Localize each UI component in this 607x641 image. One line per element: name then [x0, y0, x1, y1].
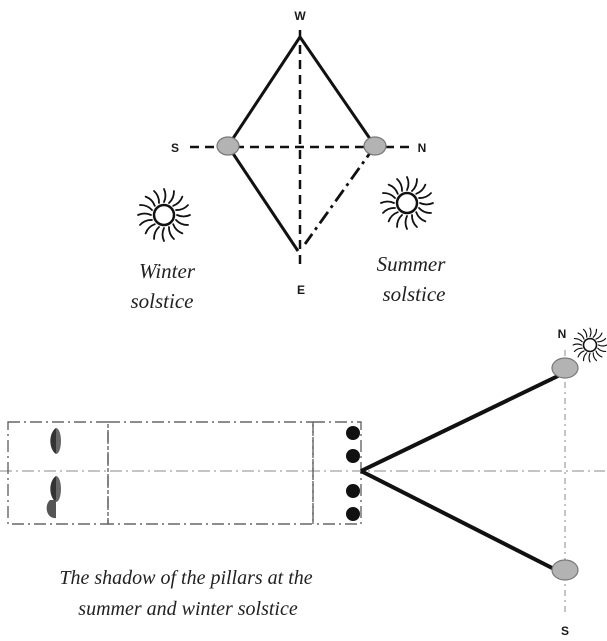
pillar-shadow — [50, 428, 56, 454]
north-label-plan: N — [558, 327, 567, 341]
shadow-box-middle — [107, 421, 314, 525]
south-pillar — [216, 136, 240, 156]
pillar-shadow-group — [46, 428, 61, 519]
winter-sunrise-line — [226, 36, 302, 147]
north-pillar — [363, 136, 387, 156]
bottom-plan-diagram: N S The shadow of the pillars at the sum… — [0, 327, 607, 638]
summer-sight-line — [360, 373, 561, 473]
summer-sun-plan-icon — [572, 327, 607, 363]
summer-caption-line1: Summer — [377, 252, 447, 276]
pillar-disc-group — [346, 426, 360, 521]
top-compass-diagram: W E S N Winter solstice Summer solstice — [131, 9, 447, 313]
pillar-shadow — [50, 476, 56, 502]
south-pillar-plan — [551, 559, 579, 581]
winter-caption-line1: Winter — [139, 259, 196, 283]
pillar-shadow — [46, 500, 56, 519]
pillar-shadow — [56, 428, 61, 454]
bottom-caption-line2: summer and winter solstice — [78, 598, 298, 620]
pillar-shadow — [56, 476, 61, 502]
winter-sun-icon — [136, 187, 192, 243]
summer-sunrise-line — [298, 36, 377, 147]
south-label: S — [171, 141, 179, 155]
pillar-disc — [346, 484, 360, 498]
shadow-box-left — [7, 421, 109, 525]
pillar-disc — [346, 426, 360, 440]
pillar-disc — [346, 507, 360, 521]
east-label: E — [297, 283, 305, 297]
summer-caption-line2: solstice — [383, 282, 446, 306]
north-pillar-plan — [551, 357, 579, 379]
shadow-boxes — [7, 421, 362, 525]
west-label: W — [294, 9, 306, 23]
winter-sight-line — [360, 469, 561, 574]
bottom-caption-line1: The shadow of the pillars at the — [59, 567, 312, 589]
pillar-disc — [346, 449, 360, 463]
south-label-plan: S — [561, 624, 569, 638]
winter-sunset-line — [226, 145, 300, 252]
summer-sun-icon — [379, 175, 435, 231]
winter-caption-line2: solstice — [131, 289, 194, 313]
north-label: N — [418, 141, 427, 155]
summer-sunset-line — [303, 145, 377, 245]
